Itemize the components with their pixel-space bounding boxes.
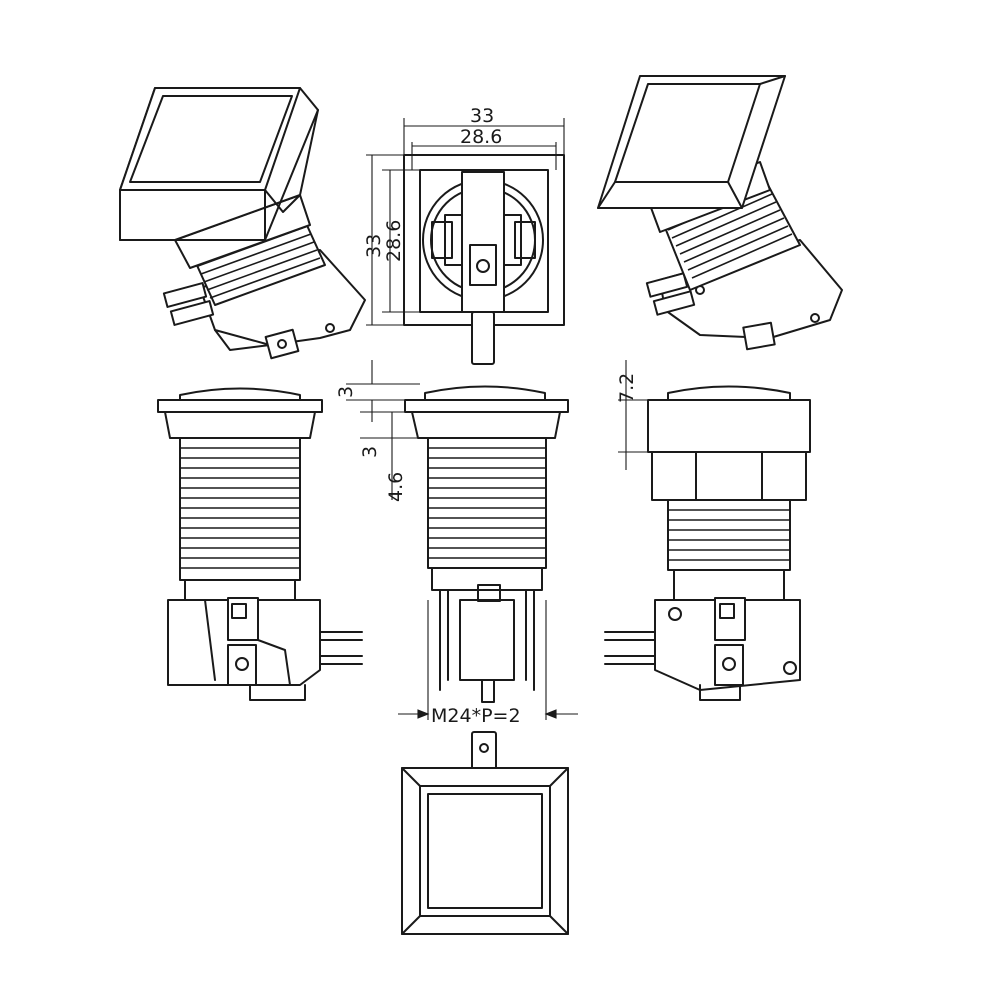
dim-top-width-outer: 33 bbox=[470, 105, 494, 127]
side-cap-height-dimension bbox=[618, 360, 648, 470]
top-view: 33 28.6 33 28.6 bbox=[363, 105, 565, 365]
dim-thread-spec: M24*P=2 bbox=[431, 705, 521, 727]
top-height-dimension bbox=[366, 154, 420, 326]
dim-bezel-to-thread: 4.6 bbox=[385, 472, 407, 502]
cap-height-dimension bbox=[346, 360, 425, 500]
front-view bbox=[401, 731, 569, 935]
dim-cap-height: 3 bbox=[335, 386, 357, 398]
side-view-right: 7.2 bbox=[604, 360, 811, 701]
dim-top-height-outer: 33 bbox=[363, 234, 385, 258]
dim-side-cap-height: 7.2 bbox=[616, 373, 638, 403]
side-view-center: M24*P=2 3 3 4.6 bbox=[335, 360, 578, 727]
side-view-left bbox=[157, 387, 363, 701]
isometric-view-left bbox=[119, 87, 366, 360]
dim-top-height-inner: 28.6 bbox=[383, 220, 405, 262]
dim-top-width-inner: 28.6 bbox=[460, 126, 502, 148]
dim-bezel-thickness: 3 bbox=[359, 446, 381, 458]
thread-dimension bbox=[398, 600, 578, 720]
isometric-view-right bbox=[597, 75, 843, 351]
top-width-dimension bbox=[403, 118, 565, 170]
